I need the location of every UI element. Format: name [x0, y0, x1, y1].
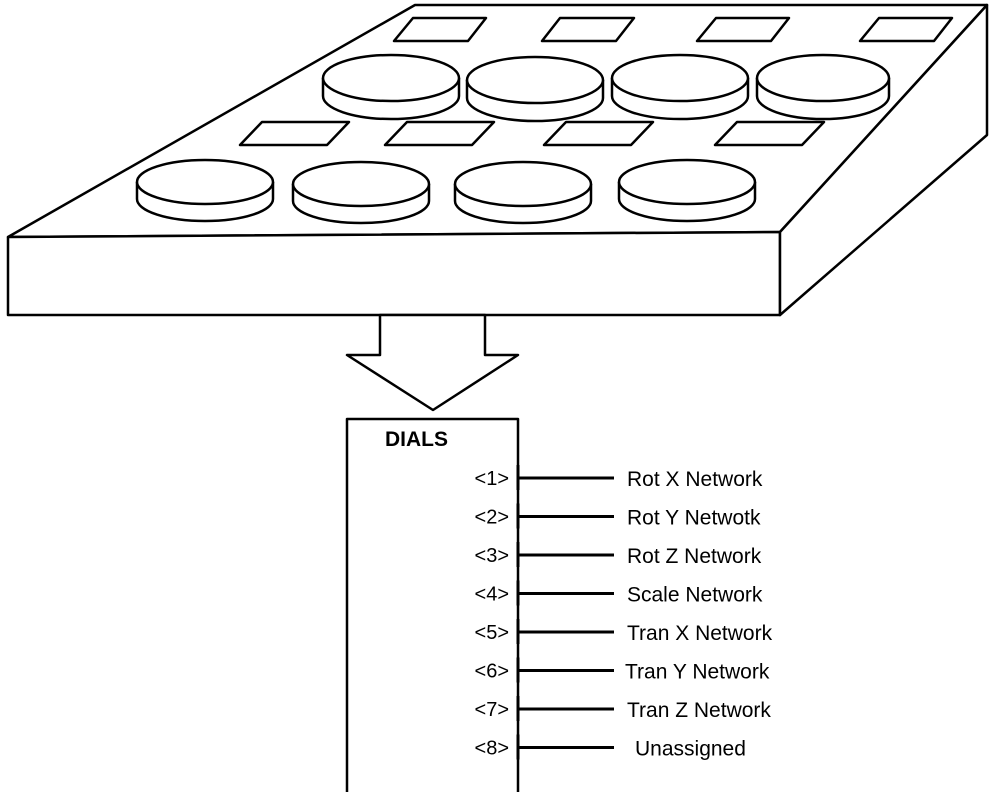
port-label: <2> — [475, 507, 509, 529]
dials-front-row — [135, 158, 757, 225]
network-label: Tran Y Network — [625, 661, 770, 684]
label-windows-back-row — [392, 16, 954, 43]
network-label: Tran Z Network — [627, 699, 771, 722]
label-window — [238, 120, 351, 147]
dials-block — [345, 417, 520, 796]
port-label: <8> — [475, 738, 509, 760]
network-label: Unassigned — [635, 738, 746, 761]
dial-knob[interactable] — [465, 55, 605, 123]
dials-block-title: DIALS — [385, 428, 448, 451]
network-label: Scale Network — [627, 584, 763, 607]
network-label: Tran X Network — [627, 622, 773, 645]
network-label: Rot Y Netwotk — [627, 507, 761, 530]
port-label: <5> — [475, 622, 509, 644]
dial-knob[interactable] — [755, 53, 891, 121]
label-window — [540, 16, 636, 43]
label-window — [858, 16, 954, 43]
network-label: Rot X Network — [627, 468, 763, 491]
label-window — [392, 16, 488, 43]
dial-box — [6, 3, 989, 317]
dial-knob[interactable] — [321, 53, 461, 121]
dial-knob[interactable] — [610, 53, 750, 121]
label-window — [383, 120, 496, 147]
port-label: <1> — [475, 468, 509, 490]
label-window — [713, 120, 826, 147]
network-label: Rot Z Network — [627, 545, 762, 568]
dials-back-row — [321, 53, 891, 123]
dial-knob[interactable] — [135, 158, 275, 223]
label-windows-front-row — [238, 120, 826, 147]
dial-box-side-face — [778, 3, 989, 317]
dial-knob[interactable] — [291, 160, 431, 225]
label-window — [695, 16, 791, 43]
port-label: <6> — [475, 661, 509, 683]
port-label: <7> — [475, 699, 509, 721]
label-window — [542, 120, 655, 147]
port-label: <3> — [475, 545, 509, 567]
port-label: <4> — [475, 584, 509, 606]
dial-box-front-face — [6, 230, 782, 317]
dial-knob[interactable] — [617, 158, 757, 223]
down-arrow-icon — [345, 313, 520, 412]
dial-knob[interactable] — [453, 160, 593, 225]
